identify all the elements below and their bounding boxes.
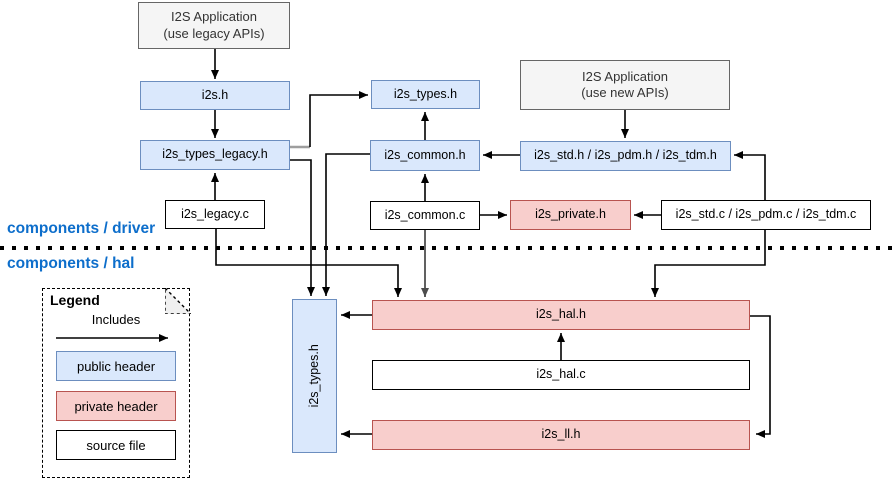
legend-item-private-header: private header: [56, 391, 176, 421]
node-i2s-legacy-c-label: i2s_legacy.c: [181, 206, 249, 221]
legend-title: Legend: [50, 292, 100, 308]
node-i2s-types-legacy-h-label: i2s_types_legacy.h: [162, 147, 268, 162]
app-new-line2: (use new APIs): [581, 85, 669, 100]
node-i2s-legacy-c: i2s_legacy.c: [165, 200, 265, 229]
edge-i2s-types-legacy-h-to-hal-i2s-types-h: [290, 159, 315, 296]
node-i2s-types-h-driver: i2s_types.h: [371, 80, 480, 109]
node-i2s-std-pdm-tdm-c-label: i2s_std.c / i2s_pdm.c / i2s_tdm.c: [675, 207, 857, 222]
node-i2s-common-c: i2s_common.c: [370, 201, 480, 230]
node-i2s-application-new: I2S Application (use new APIs): [520, 60, 730, 110]
node-i2s-h: i2s.h: [140, 81, 290, 110]
node-i2s-h-label: i2s.h: [201, 87, 229, 102]
node-i2s-common-h: i2s_common.h: [370, 140, 480, 171]
section-label-hal: components / hal: [7, 255, 135, 272]
node-i2s-private-h-label: i2s_private.h: [535, 207, 606, 222]
legend: Legend Includes public header private he…: [42, 287, 191, 478]
edge-i2s-common-h-to-hal-i2s-types-h: [322, 153, 370, 296]
node-i2s-ll-h-label: i2s_ll.h: [541, 427, 581, 442]
node-i2s-types-legacy-h: i2s_types_legacy.h: [140, 140, 290, 170]
legend-includes-arrow-icon: [56, 334, 168, 342]
node-i2s-hal-c: i2s_hal.c: [372, 360, 750, 390]
edge-i2s-types-legacy-h-to-i2s-types-h: [309, 91, 368, 147]
node-i2s-private-h: i2s_private.h: [510, 200, 631, 230]
legend-includes-label: Includes: [91, 312, 141, 327]
edge-i2s-hal-h-to-i2s-ll-h: [750, 315, 771, 438]
edge-i2s-legacy-c-to-i2s-hal-h: [215, 229, 402, 297]
node-i2s-ll-h: i2s_ll.h: [372, 420, 750, 450]
node-i2s-std-pdm-tdm-h-label: i2s_std.h / i2s_pdm.h / i2s_tdm.h: [534, 148, 717, 163]
node-i2s-types-h-hal: i2s_types.h: [292, 299, 337, 453]
driver-hal-divider: [0, 246, 893, 250]
app-new-line1: I2S Application: [581, 68, 668, 84]
node-i2s-std-pdm-tdm-c: i2s_std.c / i2s_pdm.c / i2s_tdm.c: [661, 200, 871, 230]
node-i2s-hal-c-label: i2s_hal.c: [536, 367, 586, 382]
app-legacy-line2: (use legacy APIs): [163, 25, 265, 41]
node-i2s-hal-h-label: i2s_hal.h: [535, 307, 587, 322]
node-i2s-types-h-hal-label: i2s_types.h: [306, 344, 321, 408]
legend-item-public-header: public header: [56, 351, 176, 381]
node-i2s-common-h-label: i2s_common.h: [384, 147, 466, 162]
legend-private-header-label: private header: [74, 398, 158, 414]
edge-i2s-std-c-to-i2s-std-h: [734, 151, 766, 200]
edge-i2s-std-c-to-i2s-hal-h: [651, 230, 766, 297]
node-i2s-std-pdm-tdm-h: i2s_std.h / i2s_pdm.h / i2s_tdm.h: [520, 141, 731, 171]
legend-public-header-label: public header: [76, 358, 156, 374]
section-label-driver: components / driver: [7, 220, 156, 237]
legend-source-file-label: source file: [86, 437, 146, 453]
node-i2s-common-c-label: i2s_common.c: [384, 207, 466, 222]
node-i2s-types-h-driver-label: i2s_types.h: [393, 86, 458, 101]
legend-folded-corner-icon: [164, 287, 191, 314]
legend-item-source-file: source file: [56, 430, 176, 460]
node-i2s-hal-h: i2s_hal.h: [372, 300, 750, 330]
app-legacy-line1: I2S Application: [170, 9, 257, 25]
node-i2s-application-legacy: I2S Application (use legacy APIs): [138, 2, 290, 49]
